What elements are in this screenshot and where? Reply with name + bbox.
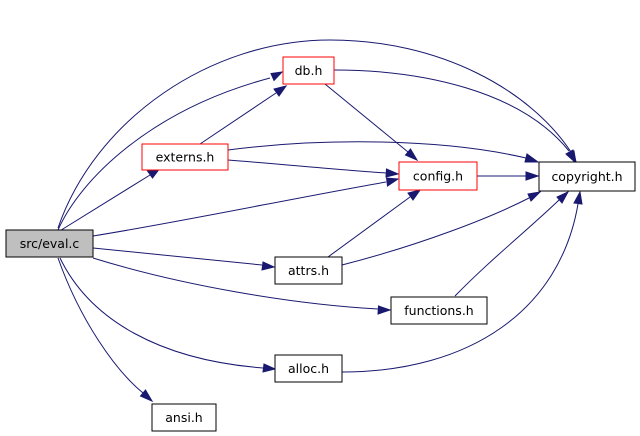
edge-attrs-to-config [327,189,422,258]
nodes: src/eval.c db.h externs.h config.h copyr… [5,56,636,432]
edge-functions-to-copyright [454,190,570,297]
edge-eval-to-functions [92,257,392,315]
node-db-h[interactable]: db.h [282,56,335,85]
node-alloc-h[interactable]: alloc.h [274,354,343,383]
edge-eval-to-db [57,71,284,231]
edge-eval-to-attrs [92,247,276,271]
node-label: ansi.h [165,410,202,425]
edge-eval-to-config [92,177,400,237]
edge-externs-to-copyright [227,141,540,163]
node-label: functions.h [404,303,473,318]
edge-alloc-to-copyright [341,190,583,373]
edge-eval-to-ansi [57,257,154,403]
edge-db-to-copyright [333,69,577,164]
edge-config-to-copyright [477,171,540,181]
edge-externs-to-config [227,159,400,178]
edge-attrs-to-copyright [341,191,542,266]
node-label: copyright.h [551,169,622,184]
edges [57,39,583,403]
node-externs-h[interactable]: externs.h [141,143,229,171]
node-src-eval-c[interactable]: src/eval.c [5,229,94,258]
node-label: db.h [295,63,323,78]
node-copyright-h[interactable]: copyright.h [538,161,636,192]
node-label: src/eval.c [20,236,80,251]
node-label: alloc.h [288,361,329,376]
node-label: config.h [413,169,463,184]
edge-db-to-config [324,83,419,162]
node-attrs-h[interactable]: attrs.h [274,256,343,285]
node-config-h[interactable]: config.h [398,161,478,191]
node-label: attrs.h [288,263,329,278]
edge-eval-to-externs [57,167,162,233]
node-functions-h[interactable]: functions.h [390,296,488,325]
node-ansi-h[interactable]: ansi.h [151,403,217,432]
node-label: externs.h [156,150,215,165]
edge-eval-to-alloc [59,257,277,373]
edge-externs-to-db [199,85,288,145]
